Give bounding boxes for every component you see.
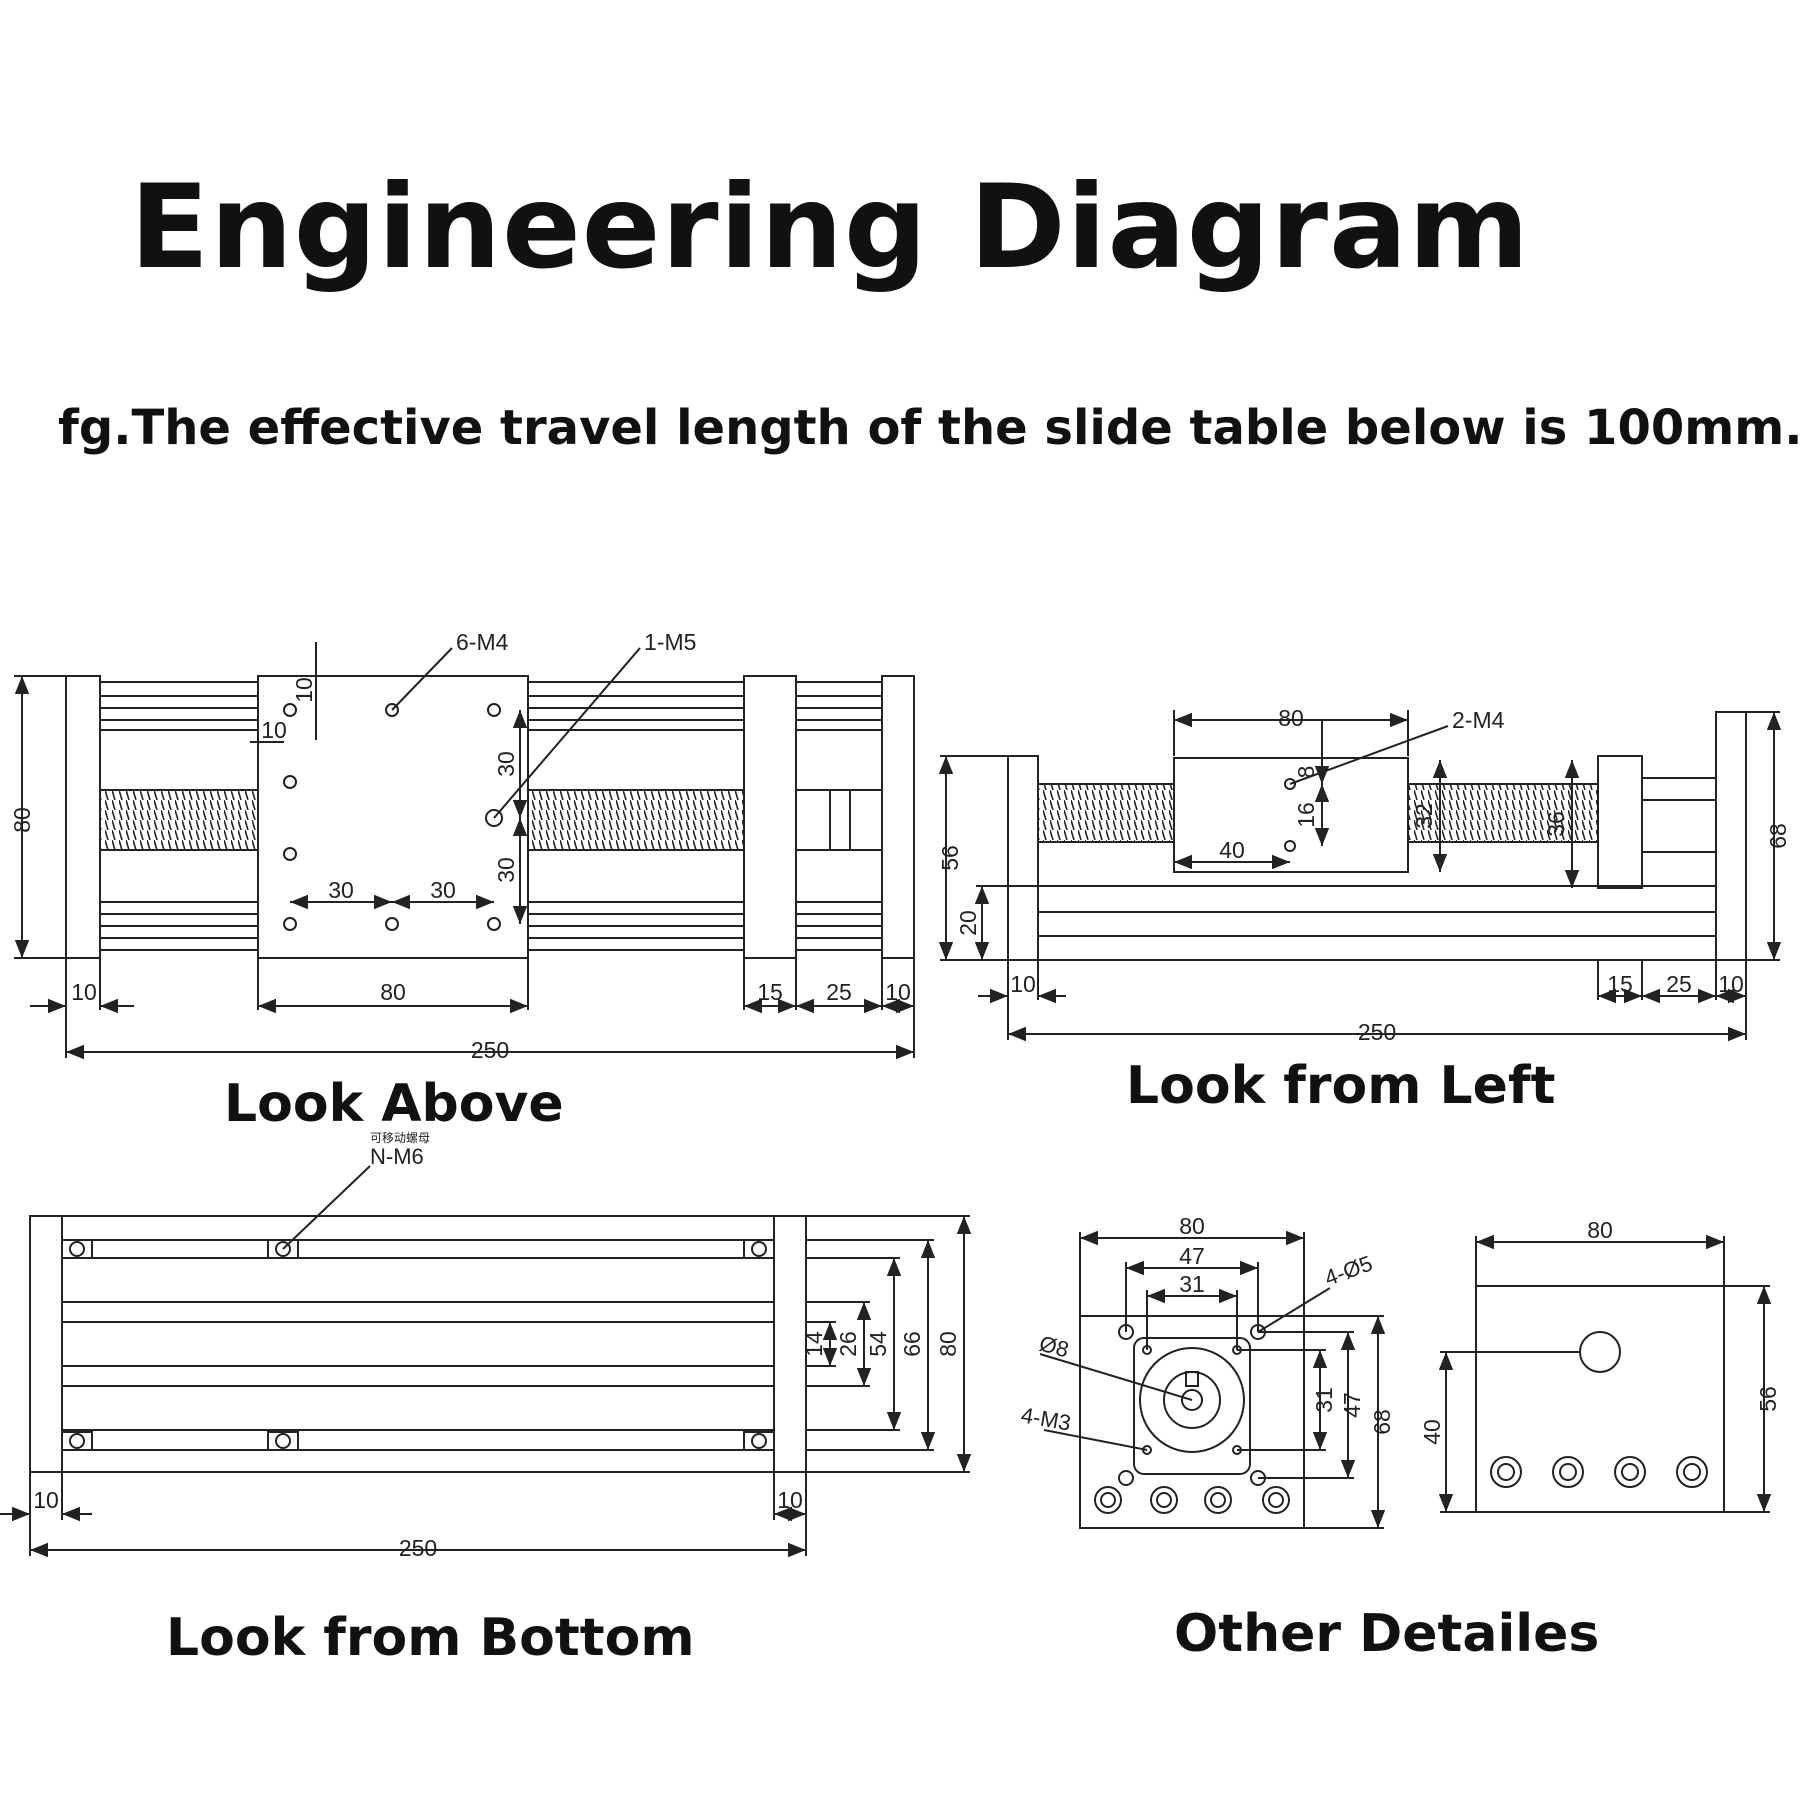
dim-plate-h47: 47 — [1339, 1392, 1365, 1418]
callout-2-m4: 2-M4 — [1452, 707, 1505, 733]
dim-left-20: 20 — [955, 910, 981, 936]
carriage-side — [1173, 757, 1409, 873]
caption-look-above: Look Above — [224, 1074, 564, 1134]
dim-above-15: 15 — [757, 979, 783, 1005]
travel-length-note: fg.The effective travel length of the sl… — [58, 400, 1800, 456]
dim-above-h30a: 30 — [328, 877, 354, 903]
dim-left-40: 40 — [1219, 837, 1245, 863]
dim-left-250: 250 — [1358, 1019, 1396, 1045]
view-look-from-bottom — [0, 1165, 972, 1558]
dim-plate-h68: 68 — [1369, 1409, 1395, 1435]
lead-screw-left — [99, 789, 259, 851]
lead-screw-right — [527, 789, 745, 851]
callout-n-m6: N-M6 — [370, 1144, 424, 1169]
bottom-holes — [1094, 1486, 1290, 1514]
dim-above-80h: 80 — [9, 807, 35, 833]
base-rail — [1037, 885, 1717, 961]
dim-above-250: 250 — [471, 1037, 509, 1063]
motor-flange — [1133, 1337, 1251, 1475]
view-look-from-left — [938, 710, 1782, 1042]
dim-bottom-26: 26 — [835, 1331, 861, 1357]
dim-above-v30b: 30 — [493, 857, 519, 883]
dim-left-16: 16 — [1293, 802, 1319, 828]
dim-left-68: 68 — [1765, 823, 1791, 849]
rail-top — [100, 681, 882, 731]
dim-above-end-10: 10 — [71, 979, 97, 1005]
view-end-block — [1438, 1234, 1772, 1513]
dim-left-8: 8 — [1293, 766, 1319, 779]
dim-bottom-14: 14 — [801, 1331, 827, 1357]
end-block — [1475, 1285, 1725, 1513]
dim-above-top-10: 10 — [291, 677, 317, 703]
dim-plate-47: 47 — [1179, 1243, 1205, 1269]
dim-bottom-end-10: 10 — [33, 1487, 59, 1513]
callout-1-m5: 1-M5 — [644, 629, 696, 655]
dim-above-h30b: 30 — [430, 877, 456, 903]
dim-bottom-250: 250 — [399, 1535, 437, 1561]
callout-4-m3: 4-M3 — [1019, 1402, 1073, 1435]
end-plate-left — [65, 675, 101, 959]
rail-bottom — [100, 901, 882, 951]
end-plate-right — [881, 675, 915, 959]
motor-plate — [1079, 1315, 1305, 1529]
dim-bottom-end-10r: 10 — [777, 1487, 803, 1513]
dim-left-32: 32 — [1411, 803, 1437, 829]
motor-block — [1597, 755, 1643, 889]
note-movable-nut: 可移动螺母 — [370, 1131, 430, 1145]
dim-block-56: 56 — [1755, 1386, 1781, 1412]
dim-above-80: 80 — [380, 979, 406, 1005]
callout-o8: Ø8 — [1037, 1331, 1072, 1363]
caption-other-details: Other Detailes — [1174, 1604, 1600, 1664]
carriage-top — [257, 675, 529, 959]
dim-left-end-10: 10 — [1010, 971, 1036, 997]
lead-screw-left — [1037, 783, 1175, 843]
end-plate-left — [1007, 755, 1039, 961]
caption-look-from-bottom: Look from Bottom — [166, 1608, 695, 1668]
dim-above-left-10: 10 — [261, 717, 287, 743]
motor-block — [743, 675, 797, 959]
dim-plate-h31: 31 — [1311, 1387, 1337, 1413]
dim-left-15: 15 — [1607, 971, 1633, 997]
view-look-above — [14, 642, 915, 1060]
dim-block-40: 40 — [1419, 1419, 1445, 1445]
dim-above-end-10r: 10 — [885, 979, 911, 1005]
coupling-side — [1641, 777, 1717, 853]
coupling — [829, 789, 851, 851]
dim-plate-31: 31 — [1179, 1271, 1205, 1297]
dim-bottom-66: 66 — [899, 1331, 925, 1357]
view-motor-plate — [1039, 1230, 1386, 1529]
callout-4-o5: 4-Ø5 — [1321, 1250, 1376, 1290]
dim-block-80: 80 — [1587, 1217, 1613, 1243]
dim-left-80: 80 — [1278, 705, 1304, 731]
bore-hole — [1579, 1331, 1621, 1373]
carriage-holes — [283, 703, 503, 931]
callout-6-m4: 6-M4 — [456, 629, 509, 655]
page-title: Engineering Diagram — [129, 160, 1531, 295]
dim-bottom-54: 54 — [865, 1331, 891, 1357]
dim-left-end-10r: 10 — [1718, 971, 1744, 997]
dim-left-36: 36 — [1543, 811, 1569, 837]
caption-look-from-left: Look from Left — [1126, 1056, 1556, 1116]
end-block-holes — [1490, 1456, 1708, 1488]
dim-above-v30a: 30 — [493, 751, 519, 777]
dim-left-25: 25 — [1666, 971, 1692, 997]
dim-bottom-80: 80 — [935, 1331, 961, 1357]
end-plate-right — [1715, 711, 1747, 961]
base-outline — [29, 1215, 807, 1473]
dim-plate-80: 80 — [1179, 1213, 1205, 1239]
dim-left-56: 56 — [937, 845, 963, 871]
mounting-slots — [61, 1239, 775, 1451]
dim-above-25: 25 — [826, 979, 852, 1005]
